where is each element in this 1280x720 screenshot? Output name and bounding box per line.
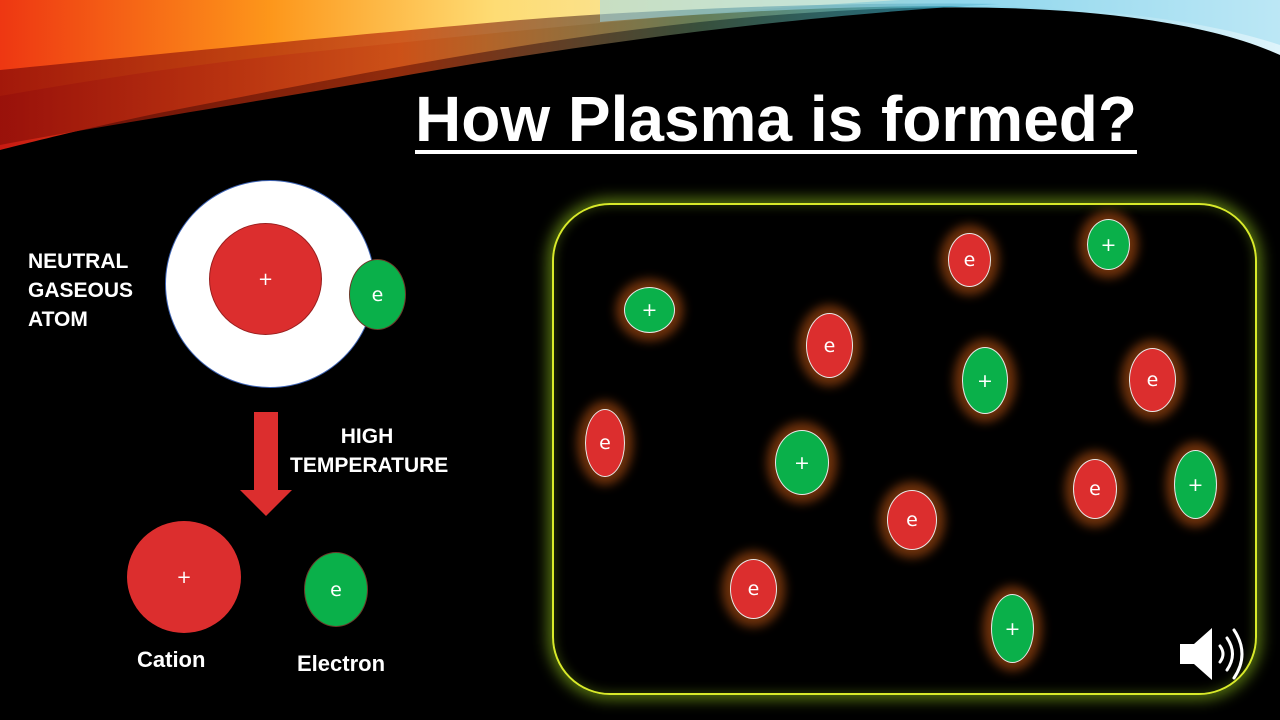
plasma-electron: e — [948, 233, 991, 287]
decorative-swoosh — [0, 0, 1280, 150]
plasma-electron: e — [806, 313, 853, 378]
plasma-electron: e — [1129, 348, 1176, 412]
neutral-atom-label: NEUTRAL GASEOUS ATOM — [28, 250, 134, 331]
electron-circle: e — [304, 552, 368, 627]
plasma-ion: + — [991, 594, 1034, 663]
slide-title: How Plasma is formed? — [415, 83, 1137, 155]
electron-label: Electron — [297, 651, 386, 676]
plasma-ion: + — [775, 430, 829, 495]
plasma-ion: + — [1087, 219, 1130, 270]
cation-label: Cation — [137, 647, 206, 672]
plasma-electron: e — [730, 559, 777, 619]
plasma-electron: e — [585, 409, 625, 477]
plasma-ion: + — [962, 347, 1008, 414]
high-temperature-label: HIGH TEMPERATURE — [290, 425, 449, 477]
cation-circle: + — [127, 521, 241, 633]
speaker-icon[interactable] — [1176, 624, 1252, 684]
plasma-electron: e — [1073, 459, 1117, 519]
plasma-electron: e — [887, 490, 937, 550]
plasma-container — [552, 203, 1257, 695]
atom-electron: e — [349, 259, 406, 330]
plasma-ion: + — [624, 287, 675, 333]
atom-nucleus: + — [209, 223, 322, 335]
plasma-ion: + — [1174, 450, 1217, 519]
down-arrow — [240, 412, 292, 516]
